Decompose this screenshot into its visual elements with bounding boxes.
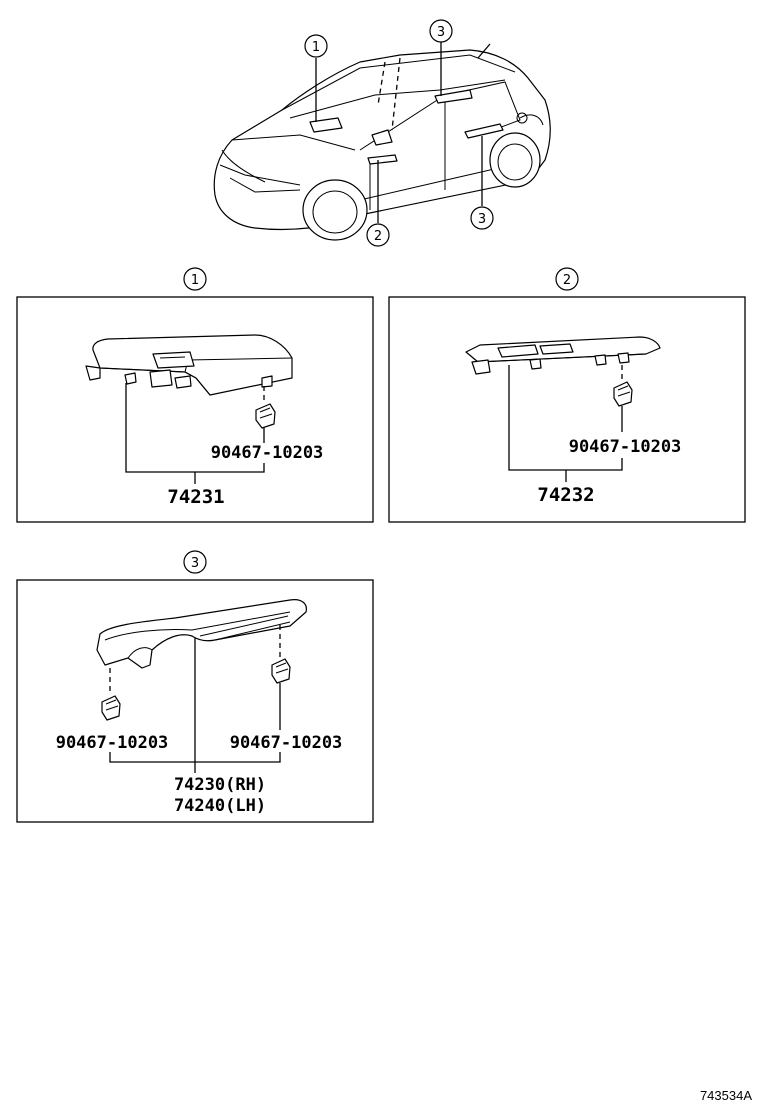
- panel-2: 2 90467-10203 74232: [388, 267, 746, 523]
- callout-3-top-marker: 3: [429, 19, 453, 96]
- callout-1-marker: 1: [304, 34, 328, 122]
- callout-2-marker: 2: [366, 160, 390, 247]
- callout-2-label: 2: [374, 229, 382, 244]
- panel-1-frame: [16, 296, 374, 523]
- panel-2-clip-part-number: 90467-10203: [569, 437, 682, 457]
- clip-90467-10203-panel3-left: [101, 695, 121, 721]
- door-switch-base-74230-74240: [96, 599, 307, 669]
- panel-3-main-part-number-lh: 74240(LH): [174, 796, 266, 816]
- figure-reference: 743534A: [700, 1088, 752, 1103]
- panel-1-clip-part-number: 90467-10203: [211, 443, 324, 463]
- callout-3-top-label: 3: [437, 25, 445, 40]
- panel-2-index: 2: [563, 273, 571, 288]
- clip-90467-10203-panel3-right: [271, 658, 291, 684]
- switch-base-74231: [85, 334, 293, 396]
- clip-90467-10203-panel1: [255, 403, 276, 429]
- panel-3-clip-part-number-left: 90467-10203: [56, 733, 169, 753]
- panel-1-main-part-number: 74231: [167, 486, 224, 508]
- callout-3-bottom-marker: 3: [470, 136, 494, 230]
- callout-1-label: 1: [312, 40, 320, 55]
- switch-base-74232: [465, 336, 661, 375]
- car-illustration: [213, 43, 551, 241]
- panel-3-frame: [16, 579, 374, 823]
- clip-90467-10203-panel2: [613, 381, 633, 407]
- panel-3: 3 90467-10203 90467-10203 74230(RH): [16, 550, 374, 823]
- panel-3-clip-part-number-right: 90467-10203: [230, 733, 343, 753]
- panel-2-main-part-number: 74232: [537, 484, 594, 506]
- panel-3-main-part-number-rh: 74230(RH): [174, 775, 266, 795]
- callout-3-bottom-label: 3: [478, 212, 486, 227]
- panel-2-frame: [388, 296, 746, 523]
- panel-3-index: 3: [191, 556, 199, 571]
- panel-1: 1 90467-10203 74231: [16, 267, 374, 523]
- panel-1-index: 1: [191, 273, 199, 288]
